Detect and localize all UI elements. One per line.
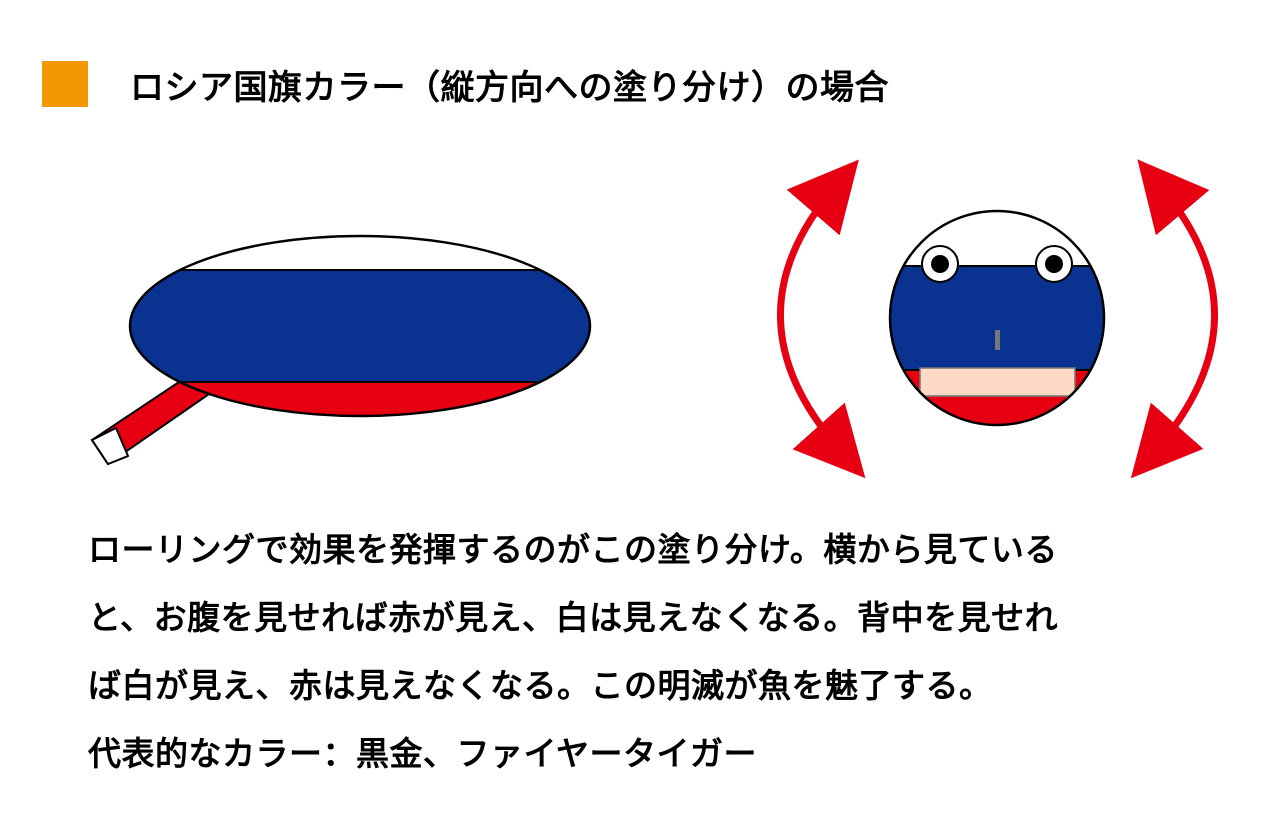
right-eye	[1035, 245, 1073, 283]
lure-lip	[90, 378, 215, 466]
lure-side-view	[90, 234, 592, 466]
description-line: と、お腹を見せれば赤が見え、白は見えなくなる。背中を見せれ	[88, 598, 1059, 637]
description-line: ローリングで効果を発揮するのがこの塗り分け。横から見ている	[88, 530, 1058, 569]
lure-body-outline	[128, 234, 592, 418]
left-eye	[921, 245, 959, 283]
curved-double-arrow-left	[777, 159, 866, 479]
lure-front-view	[888, 209, 1106, 427]
description-line: 代表的なカラー：黒金、ファイヤータイガー	[88, 734, 758, 773]
page-title: ロシア国旗カラー（縦方向への塗り分け）の場合	[130, 67, 889, 108]
orange-bullet-square	[42, 61, 88, 107]
face-outline	[888, 209, 1106, 427]
description: ローリングで効果を発揮するのがこの塗り分け。横から見ている と、お腹を見せれば赤…	[88, 516, 1198, 788]
description-line: ば白が見え、赤は見えなくなる。この明滅が魚を魅了する。	[88, 666, 993, 705]
mouth-lip-plate	[919, 367, 1076, 397]
flag-blue-band	[130, 270, 590, 382]
curved-double-arrow-right	[1130, 159, 1218, 479]
face-blue-band	[890, 266, 1104, 370]
line-tie-eye	[995, 330, 1000, 350]
heading: ロシア国旗カラー（縦方向への塗り分け）の場合	[42, 58, 889, 110]
